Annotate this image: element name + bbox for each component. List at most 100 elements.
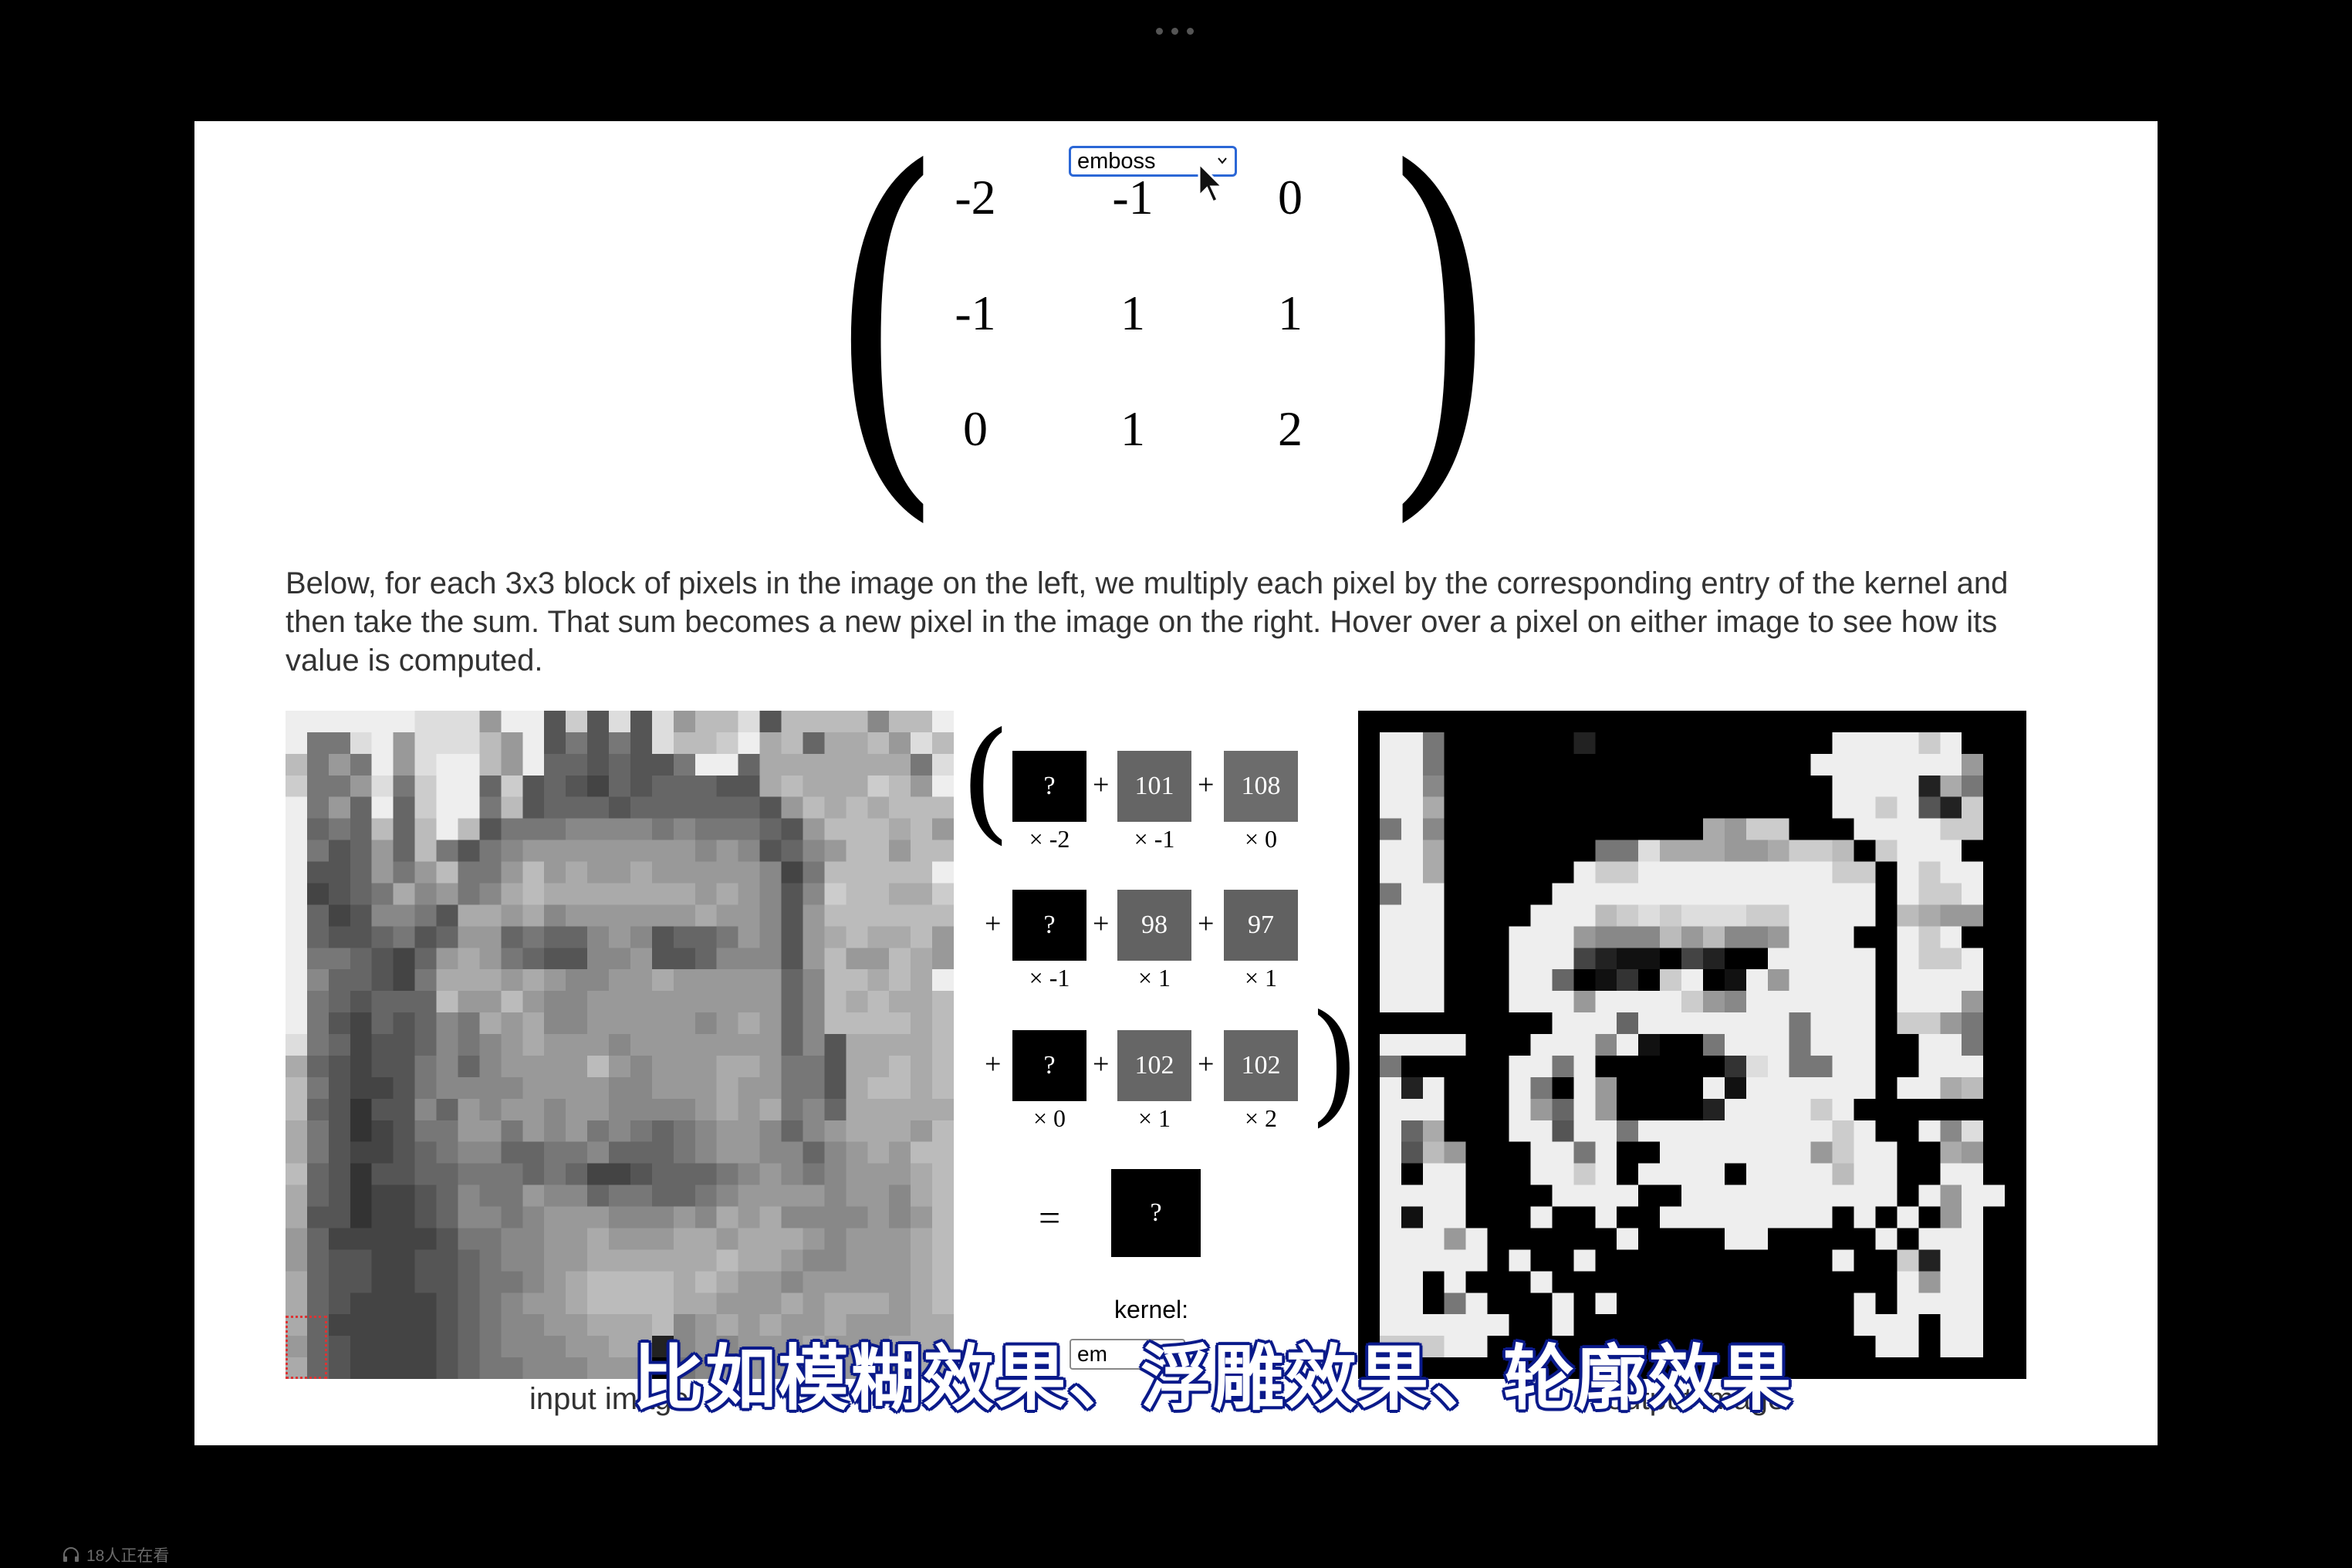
image-pixel[interactable] [759, 840, 782, 863]
image-pixel[interactable] [458, 1034, 480, 1056]
image-pixel[interactable] [1638, 818, 1661, 841]
image-pixel[interactable] [1897, 1336, 1919, 1358]
image-pixel[interactable] [350, 775, 373, 798]
image-pixel[interactable] [1745, 1184, 1769, 1208]
image-pixel[interactable] [1401, 1076, 1424, 1100]
image-pixel[interactable] [932, 1120, 954, 1143]
image-pixel[interactable] [2005, 948, 2026, 970]
image-pixel[interactable] [1509, 732, 1532, 755]
image-pixel[interactable] [716, 711, 739, 733]
image-pixel[interactable] [1724, 732, 1747, 755]
image-pixel[interactable] [544, 1249, 566, 1272]
image-pixel[interactable] [1897, 883, 1919, 905]
image-pixel[interactable] [1875, 1228, 1897, 1250]
pixel-value-box[interactable]: 102 [1224, 1030, 1298, 1101]
image-pixel[interactable] [1940, 1184, 1962, 1208]
image-pixel[interactable] [889, 1357, 911, 1379]
image-pixel[interactable] [1379, 1012, 1402, 1035]
image-pixel[interactable] [544, 818, 566, 841]
image-pixel[interactable] [803, 1034, 825, 1056]
image-pixel[interactable] [328, 1055, 351, 1078]
image-pixel[interactable] [328, 1249, 351, 1272]
image-pixel[interactable] [694, 1357, 718, 1379]
image-pixel[interactable] [1702, 1249, 1725, 1272]
image-pixel[interactable] [911, 796, 933, 819]
image-pixel[interactable] [1810, 1357, 1833, 1379]
image-pixel[interactable] [1530, 1184, 1553, 1208]
image-pixel[interactable] [1875, 840, 1897, 863]
image-pixel[interactable] [1897, 1141, 1919, 1164]
image-pixel[interactable] [350, 926, 373, 948]
image-pixel[interactable] [1465, 1314, 1489, 1337]
image-pixel[interactable] [1595, 796, 1617, 819]
image-pixel[interactable] [759, 732, 782, 755]
image-pixel[interactable] [1875, 861, 1897, 884]
image-pixel[interactable] [328, 1206, 351, 1229]
image-pixel[interactable] [436, 840, 459, 863]
image-pixel[interactable] [306, 948, 329, 970]
image-pixel[interactable] [479, 1076, 502, 1100]
image-pixel[interactable] [286, 1034, 308, 1056]
image-pixel[interactable] [436, 711, 459, 733]
image-pixel[interactable] [587, 1336, 610, 1358]
image-pixel[interactable] [1962, 711, 1984, 733]
image-pixel[interactable] [1810, 1184, 1833, 1208]
image-pixel[interactable] [1573, 1012, 1596, 1035]
image-pixel[interactable] [911, 861, 933, 884]
image-pixel[interactable] [1897, 1249, 1919, 1272]
image-pixel[interactable] [1724, 1249, 1747, 1272]
image-pixel[interactable] [1509, 818, 1532, 841]
image-pixel[interactable] [781, 753, 804, 776]
image-pixel[interactable] [824, 1184, 847, 1208]
image-pixel[interactable] [932, 775, 954, 798]
image-pixel[interactable] [436, 1206, 459, 1229]
image-pixel[interactable] [1810, 883, 1833, 905]
image-pixel[interactable] [1638, 1141, 1661, 1164]
image-pixel[interactable] [651, 796, 674, 819]
image-pixel[interactable] [1681, 969, 1704, 992]
image-pixel[interactable] [393, 1293, 416, 1315]
image-pixel[interactable] [1810, 1012, 1833, 1035]
image-pixel[interactable] [932, 818, 954, 841]
image-pixel[interactable] [1962, 1271, 1984, 1293]
image-pixel[interactable] [716, 1228, 739, 1250]
image-pixel[interactable] [479, 818, 502, 841]
image-pixel[interactable] [1617, 1293, 1639, 1315]
image-pixel[interactable] [911, 732, 933, 755]
image-pixel[interactable] [393, 732, 416, 755]
image-pixel[interactable] [458, 1055, 480, 1078]
image-pixel[interactable] [781, 1271, 804, 1293]
image-pixel[interactable] [1983, 753, 2006, 776]
image-pixel[interactable] [1940, 1098, 1962, 1121]
image-pixel[interactable] [1595, 711, 1617, 733]
image-pixel[interactable] [1509, 1098, 1532, 1121]
image-pixel[interactable] [371, 1012, 394, 1035]
image-pixel[interactable] [1940, 883, 1962, 905]
image-pixel[interactable] [587, 926, 610, 948]
image-pixel[interactable] [889, 904, 911, 927]
image-pixel[interactable] [781, 1012, 804, 1035]
image-pixel[interactable] [1573, 796, 1596, 819]
image-pixel[interactable] [1444, 1076, 1467, 1100]
image-pixel[interactable] [479, 991, 502, 1013]
image-pixel[interactable] [824, 1271, 847, 1293]
image-pixel[interactable] [1444, 818, 1467, 841]
image-pixel[interactable] [609, 753, 631, 776]
image-pixel[interactable] [1465, 1141, 1489, 1164]
image-pixel[interactable] [1379, 883, 1402, 905]
image-pixel[interactable] [1810, 840, 1833, 863]
image-pixel[interactable] [436, 948, 459, 970]
image-pixel[interactable] [609, 1098, 631, 1121]
image-pixel[interactable] [1552, 1293, 1574, 1315]
image-pixel[interactable] [738, 1098, 761, 1121]
image-pixel[interactable] [1552, 840, 1574, 863]
image-pixel[interactable] [1617, 1314, 1639, 1337]
image-pixel[interactable] [846, 1206, 868, 1229]
image-pixel[interactable] [1745, 969, 1769, 992]
image-pixel[interactable] [286, 1055, 308, 1078]
image-pixel[interactable] [1854, 1034, 1877, 1056]
image-pixel[interactable] [932, 1228, 954, 1250]
image-pixel[interactable] [501, 1357, 523, 1379]
image-pixel[interactable] [501, 883, 523, 905]
image-pixel[interactable] [1789, 818, 1812, 841]
